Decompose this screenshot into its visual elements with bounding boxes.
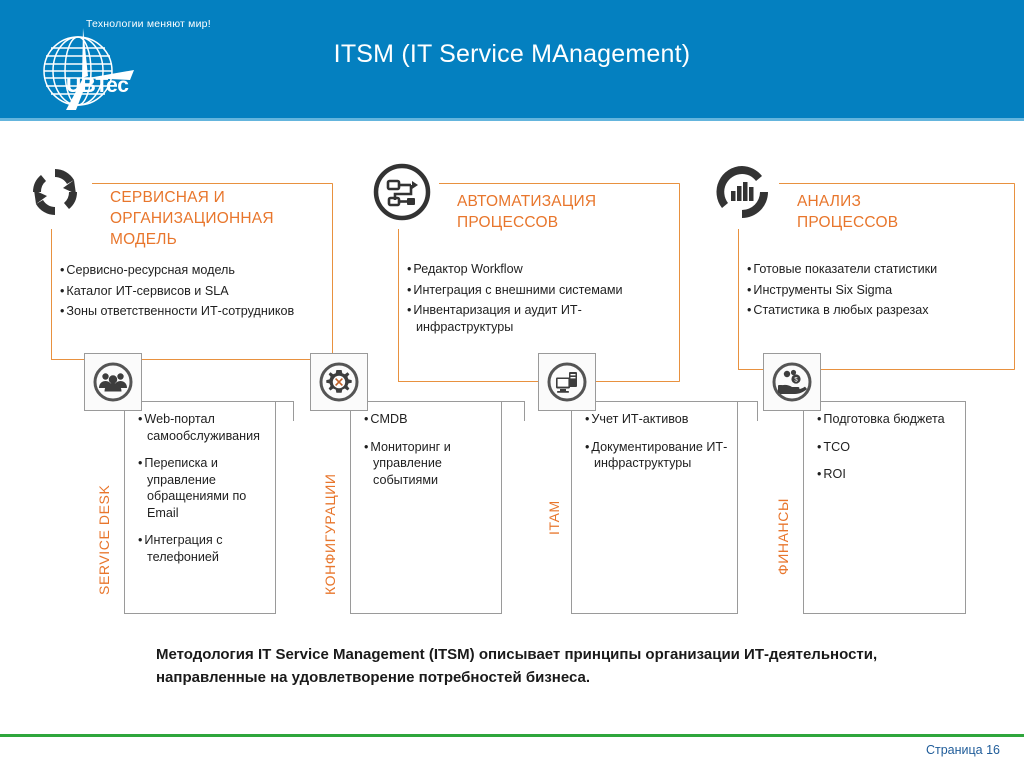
connector-line — [596, 401, 758, 403]
top-block-analysis: Анализ процессов Готовые показатели стат… — [705, 155, 1015, 370]
globe-logo-icon — [43, 28, 134, 110]
title-line: Сервисная и — [110, 189, 225, 206]
header-underline — [0, 118, 1024, 121]
people-group-icon — [84, 353, 142, 411]
list-item: Мониторинг и управление событиями — [364, 439, 496, 489]
list-item: CMDB — [364, 411, 496, 428]
bottom-column-itam: ITAM Учет ИТ-активов Документирование ИТ… — [538, 353, 758, 618]
title-line: Автоматизация — [457, 193, 597, 210]
page-title: ITSM (IT Service MAnagement) — [333, 40, 691, 68]
bottom-column-bullets: Web-портал самообслуживания Переписка и … — [138, 411, 270, 576]
cycle-arrows-icon — [18, 155, 92, 229]
bottom-column-bullets: Учет ИТ-активов Документирование ИТ-инфр… — [585, 411, 733, 483]
list-item: Подготовка бюджета — [817, 411, 959, 428]
connector-line — [757, 401, 759, 421]
top-block-bullets: Готовые показатели статистики Инструмент… — [747, 261, 1009, 323]
company-logo: Технологии меняют мир! UBTec — [26, 8, 211, 112]
slide-header — [0, 0, 1024, 118]
bottom-column-bullets: Подготовка бюджета TCO ROI — [817, 411, 959, 494]
top-block-frame-left — [738, 183, 740, 370]
page-number: Страница 16 — [925, 743, 1000, 757]
logo-tagline: Технологии меняют мир! — [86, 18, 211, 30]
computer-monitor-icon — [538, 353, 596, 411]
bottom-column-bullets: CMDB Мониторинг и управление событиями — [364, 411, 496, 499]
bottom-column-service-desk: Service Desk Web-портал самообслуживания… — [84, 353, 294, 618]
svg-text:$: $ — [794, 378, 798, 384]
title-line: процессов — [457, 214, 559, 231]
gear-icon — [310, 353, 368, 411]
top-block-title: Автоматизация процессов — [457, 191, 667, 233]
workflow-circle-icon — [365, 155, 439, 229]
top-block-frame — [738, 183, 1015, 370]
bottom-column-frame — [350, 401, 502, 614]
bottom-column-finance: $ Финансы Подготовка бюджета TCO ROI — [763, 353, 993, 618]
connector-line — [293, 401, 295, 421]
bottom-column-frame — [803, 401, 966, 614]
bottom-column-label: Service Desk — [96, 484, 112, 595]
list-item: Готовые показатели статистики — [747, 261, 1009, 278]
logo-wordmark: UBTec — [66, 74, 129, 97]
connector-line — [142, 401, 294, 403]
connector-line — [368, 401, 525, 403]
bottom-column-configuration: Конфигурации CMDB Мониторинг и управлени… — [310, 353, 525, 618]
title-line: модель — [110, 231, 178, 248]
list-item: Редактор Workflow — [407, 261, 669, 278]
list-item: Каталог ИТ-сервисов и SLA — [60, 283, 328, 300]
list-item: ROI — [817, 466, 959, 483]
top-block-frame-left — [398, 183, 400, 382]
top-block-bullets: Редактор Workflow Интеграция с внешними … — [407, 261, 669, 339]
top-block-title: Сервисная и организационная модель — [110, 187, 320, 250]
list-item: Инструменты Six Sigma — [747, 282, 1009, 299]
top-block-title: Анализ процессов — [797, 191, 1007, 233]
summary-caption: Методология IT Service Management (ITSM)… — [156, 646, 878, 686]
list-item: Сервисно-ресурсная модель — [60, 262, 328, 279]
list-item: TCO — [817, 439, 959, 456]
list-item: Учет ИТ-активов — [585, 411, 733, 428]
top-block-frame-left — [51, 183, 53, 360]
bar-chart-circle-icon — [705, 155, 779, 229]
list-item: Интеграция с телефонией — [138, 532, 270, 565]
top-block-service-model: Сервисная и организационная модель Серви… — [18, 155, 333, 360]
top-block-automation: Автоматизация процессов Редактор Workflo… — [365, 155, 680, 382]
bottom-column-label: Финансы — [775, 498, 791, 575]
top-block-frame — [51, 183, 333, 360]
list-item: Переписка и управление обращениями по Em… — [138, 455, 270, 521]
bottom-column-frame — [571, 401, 738, 614]
list-item: Инвентаризация и аудит ИТ-инфраструктуры — [407, 302, 669, 335]
money-hand-icon: $ — [763, 353, 821, 411]
title-line: организационная — [110, 210, 274, 227]
title-line: Анализ — [797, 193, 862, 210]
bottom-column-label: Конфигурации — [322, 473, 338, 595]
list-item: Web-портал самообслуживания — [138, 411, 270, 444]
list-item: Интеграция с внешними системами — [407, 282, 669, 299]
footer-divider — [0, 734, 1024, 737]
title-line: процессов — [797, 214, 899, 231]
list-item: Статистика в любых разрезах — [747, 302, 1009, 319]
top-block-bullets: Сервисно-ресурсная модель Каталог ИТ-сер… — [60, 262, 328, 324]
list-item: Документирование ИТ-инфраструктуры — [585, 439, 733, 472]
list-item: Зоны ответственности ИТ-сотрудников — [60, 303, 328, 320]
connector-line — [524, 401, 526, 421]
bottom-column-label: ITAM — [546, 500, 562, 535]
